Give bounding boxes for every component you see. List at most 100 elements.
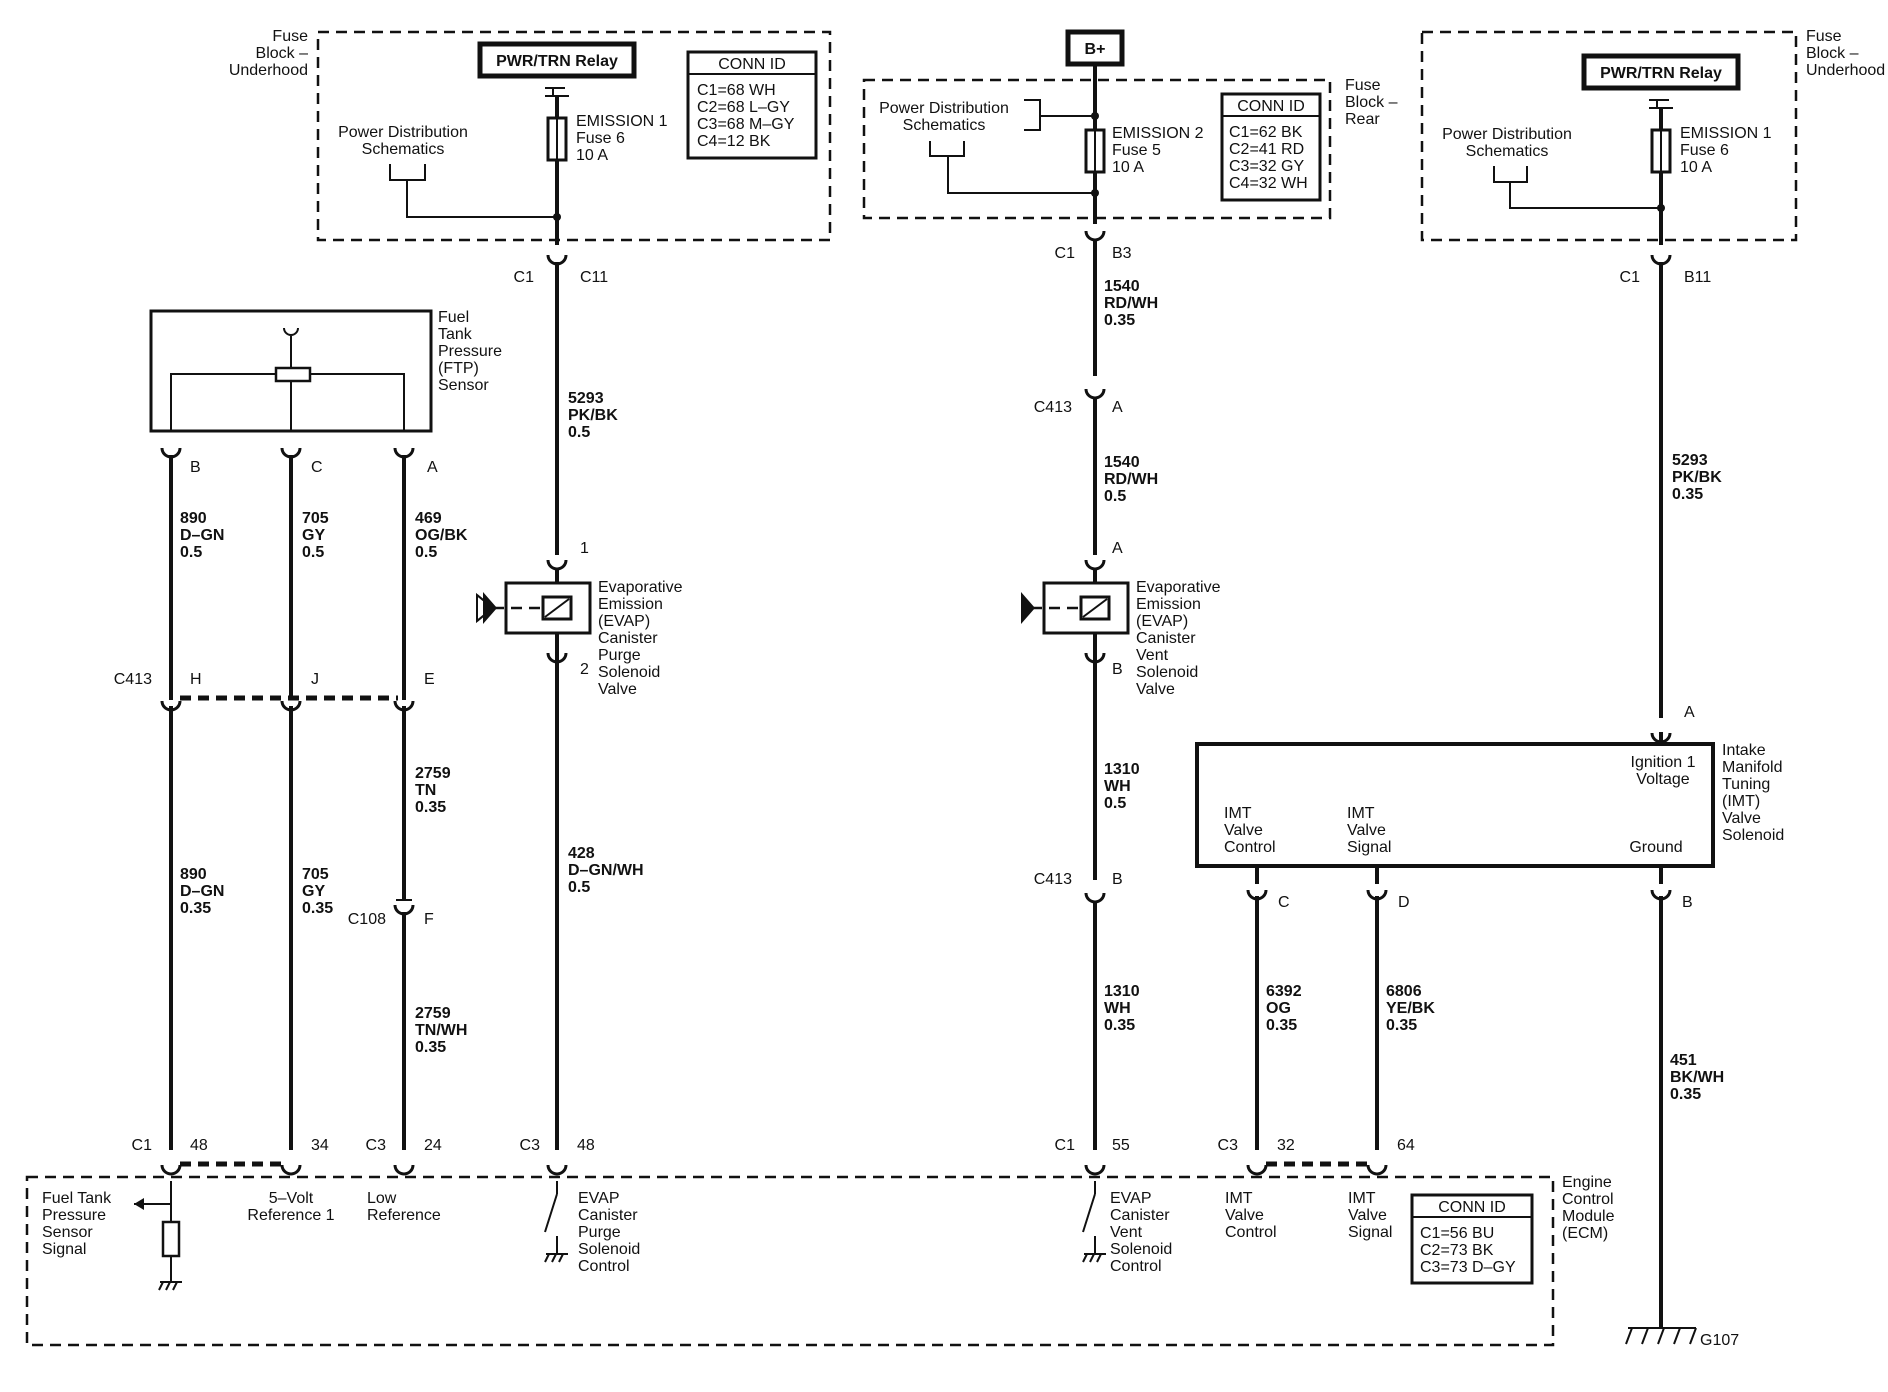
svg-text:J: J [311, 671, 319, 688]
conn-id-box-rear [1220, 92, 1322, 202]
svg-text:C1: C1 [132, 1137, 153, 1154]
svg-text:48: 48 [190, 1137, 208, 1154]
svg-text:E: E [424, 671, 435, 688]
svg-text:G107: G107 [1700, 1332, 1739, 1349]
svg-text:2: 2 [580, 661, 589, 678]
svg-text:CONN ID: CONN ID [1237, 98, 1305, 115]
connector-symbols [160, 229, 1672, 1176]
svg-text:A: A [427, 459, 438, 476]
conn-id-box-left [686, 50, 818, 160]
svg-text:A: A [1112, 540, 1123, 557]
svg-text:C1: C1 [1055, 1137, 1076, 1154]
svg-text:Ground: Ground [1629, 839, 1682, 856]
svg-text:C3: C3 [520, 1137, 541, 1154]
svg-text:B: B [190, 459, 201, 476]
svg-text:C1: C1 [1055, 245, 1076, 262]
svg-text:D: D [1398, 894, 1410, 911]
svg-text:24: 24 [424, 1137, 442, 1154]
svg-text:B3: B3 [1112, 245, 1132, 262]
svg-text:B: B [1112, 871, 1123, 888]
svg-text:A: A [1112, 399, 1123, 416]
relay-label: PWR/TRN Relay [496, 53, 618, 70]
svg-text:B11: B11 [1684, 269, 1711, 286]
svg-text:C1: C1 [1620, 269, 1641, 286]
svg-text:1: 1 [580, 540, 589, 557]
svg-text:C108: C108 [348, 911, 386, 928]
svg-text:C: C [1278, 894, 1290, 911]
svg-text:H: H [190, 671, 202, 688]
conn-id-box-ecm [1410, 1193, 1534, 1285]
svg-text:C1: C1 [514, 269, 535, 286]
svg-text:C413: C413 [114, 671, 152, 688]
connector-labels: C1 C11 C1 B3 C1 B11 B C A C413 A 1 2 A B… [114, 245, 1712, 1154]
svg-text:A: A [1684, 704, 1695, 721]
svg-text:34: 34 [311, 1137, 329, 1154]
svg-text:B+: B+ [1085, 41, 1106, 58]
svg-text:55: 55 [1112, 1137, 1130, 1154]
svg-text:PWR/TRN Relay: PWR/TRN Relay [1600, 65, 1722, 82]
svg-text:CONN ID: CONN ID [718, 56, 786, 73]
svg-text:B: B [1682, 894, 1693, 911]
svg-text:C3: C3 [366, 1137, 387, 1154]
svg-text:B: B [1112, 661, 1123, 678]
svg-text:CONN ID: CONN ID [1438, 1199, 1506, 1216]
svg-text:C413: C413 [1034, 871, 1072, 888]
svg-text:F: F [424, 911, 434, 928]
svg-text:32: 32 [1277, 1137, 1295, 1154]
pwr-trn-relay-box-right [1581, 53, 1741, 91]
svg-text:C11: C11 [580, 269, 608, 286]
wires [169, 240, 1663, 1328]
ground-g107: G107 [1625, 1327, 1739, 1349]
svg-text:64: 64 [1397, 1137, 1415, 1154]
